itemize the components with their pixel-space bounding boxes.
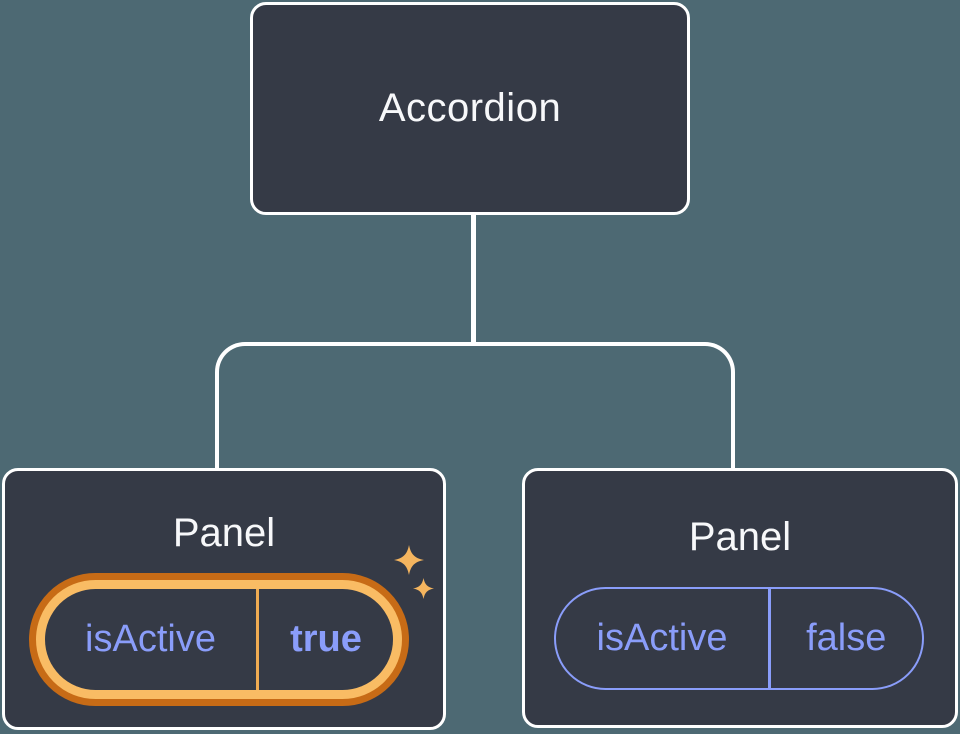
prop-pill-active-inner: isActive true [45,589,393,690]
sparkle-icon [394,545,424,575]
panel-title: Panel [688,515,792,559]
panel-node-inactive: Panel isActive false [522,468,958,728]
prop-value-label: false [806,617,887,659]
sparkle-icon [413,578,434,599]
accordion-node-label: Accordion [378,86,562,130]
prop-key-label: isActive [596,617,728,659]
prop-pill-active: isActive true [29,573,409,706]
prop-pill-inactive: isActive false [554,587,924,690]
connector-stem-line [471,213,476,344]
panel-title: Panel [172,511,276,555]
prop-key-label: isActive [85,618,216,660]
connector-branch-bracket [215,342,735,468]
pill-divider [256,589,259,690]
prop-value-label: true [290,618,362,660]
pill-divider [768,589,771,688]
panel-node-active: Panel isActive true [2,468,446,730]
accordion-node: Accordion [250,2,690,215]
